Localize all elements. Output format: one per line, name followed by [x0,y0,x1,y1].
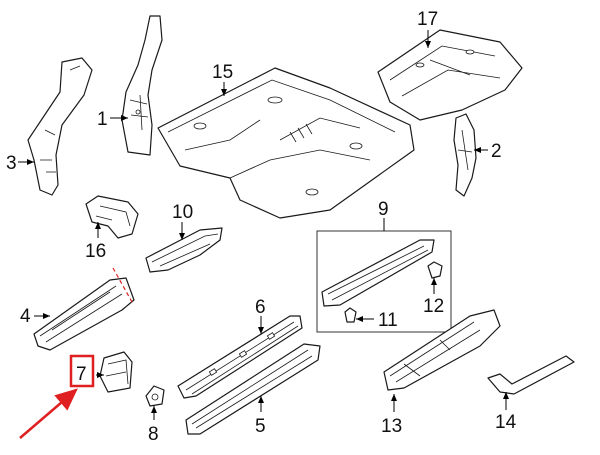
highlight-box [69,354,95,388]
part-6-side-rail [177,315,303,399]
part-2-reinforcement [453,113,477,197]
leader-lines [18,30,509,420]
callout-6: 6 [255,297,266,318]
part-1-pillar [121,15,163,156]
callout-5: 5 [255,416,266,437]
callout-8: 8 [148,424,159,445]
part-16-bracket [85,195,139,239]
callout-14: 14 [495,412,517,433]
callout-11: 11 [378,310,398,331]
callout-17: 17 [417,9,438,30]
callout-12: 12 [423,296,444,317]
part-15-floor-pan [157,67,415,219]
callout-13: 13 [381,416,402,437]
group-9-box [316,230,452,333]
callout-3: 3 [6,153,17,174]
callout-7: 7 [76,364,87,385]
callout-2: 2 [491,141,502,162]
callout-16: 16 [85,241,106,262]
part-14-trim [487,355,575,395]
part-7-bracket [99,351,133,393]
part-10-rail [145,227,223,273]
highlight-arrow [19,388,78,439]
callout-15: 15 [212,62,233,83]
part-17-rear-floor [377,29,523,121]
part-4-rocker-inner [33,267,135,351]
callout-4: 4 [20,306,31,327]
part-11-clip [344,307,357,323]
part-8-fastener [145,385,165,407]
part-5-sill [185,343,321,435]
part-12-clip [427,261,443,279]
callout-10: 10 [172,202,193,223]
callout-9: 9 [378,199,389,220]
part-3-a-pillar [27,57,93,196]
part-13-rear-rail [383,309,501,391]
callout-1: 1 [97,109,108,130]
